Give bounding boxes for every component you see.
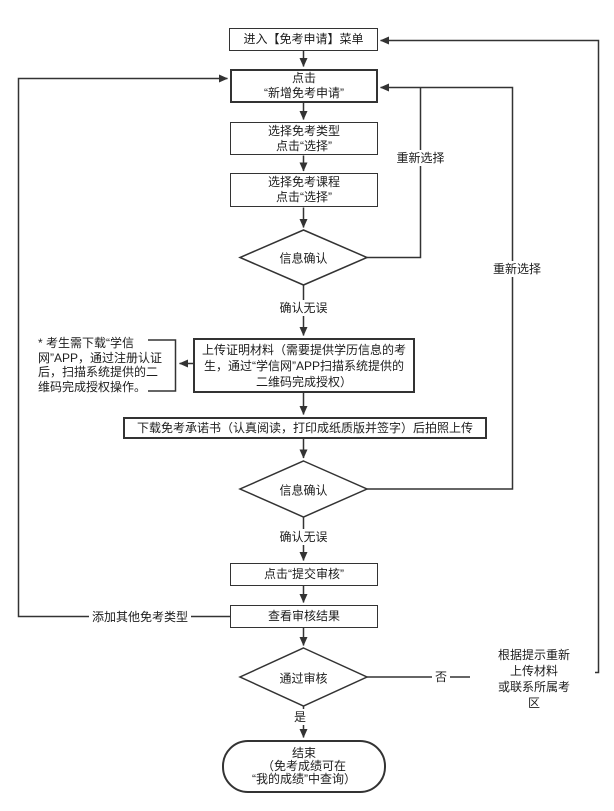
- note-bracket: [148, 339, 177, 392]
- node-enter-menu: 进入【免考申请】菜单: [229, 28, 378, 51]
- edge-label-confirm-ok-1: 确认无误: [276, 300, 331, 316]
- edge-label-no-action: 根据提示重新上传材料 或联系所属考区: [494, 646, 574, 711]
- edge-label-yes: 是: [290, 709, 310, 725]
- node-upload-proof: 上传证明材料（需要提供学历信息的考 生，通过“学信网”APP扫描系统提供的 二维…: [193, 338, 415, 393]
- node-submit-review: 点击“提交审核”: [230, 563, 378, 586]
- node-view-result: 查看审核结果: [230, 605, 378, 628]
- edge-label-add-other-type: 添加其他免考类型: [88, 609, 192, 625]
- decision-confirm2-label: 信息确认: [279, 483, 328, 497]
- edge-label-no: 否: [431, 669, 451, 685]
- node-click-new-application: 点击 “新增免考申请”: [230, 69, 378, 103]
- decision-confirm1-shape: [238, 229, 369, 286]
- decision-pass-shape: [238, 647, 369, 707]
- node-download-pledge: 下载免考承诺书（认真阅读，打印成纸质版并签字）后拍照上传: [123, 417, 487, 439]
- decision-confirm2-shape: [238, 460, 369, 518]
- node-end: 结束 （免考成绩可在 “我的成绩”中查询）: [222, 740, 386, 793]
- decision-pass-label: 通过审核: [279, 671, 328, 685]
- edge-no-to-enter-loop: [380, 36, 600, 674]
- edge-label-reselect-2: 重新选择: [489, 261, 545, 277]
- edge-label-reselect-1: 重新选择: [393, 150, 448, 166]
- note-xuexinwang-app: * 考生需下载“学信 网”APP，通过注册认证 后，扫描系统提供的二 维码完成授…: [38, 336, 163, 394]
- edge-label-confirm-ok-2: 确认无误: [276, 529, 331, 545]
- node-select-exemption-type: 选择免考类型 点击“选择”: [230, 122, 378, 155]
- node-select-exemption-course: 选择免考课程 点击“选择”: [230, 173, 378, 207]
- edge-confirm2-reselect-loop: [367, 83, 514, 490]
- decision-confirm1-label: 信息确认: [279, 251, 328, 266]
- edge-confirm1-reselect-loop: [367, 88, 422, 259]
